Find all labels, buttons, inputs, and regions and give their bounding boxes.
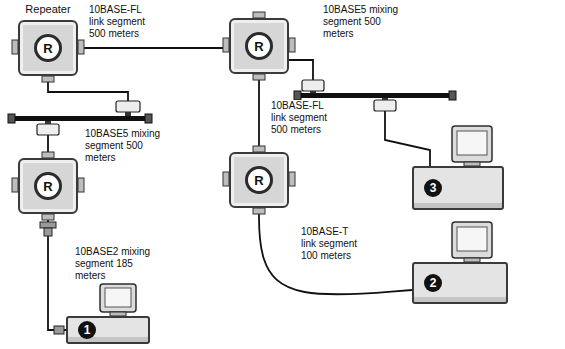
segment-label: 10BASE-FL link segment 500 meters: [88, 4, 158, 40]
repeater-mark: R: [34, 172, 62, 200]
computer: 3: [412, 166, 504, 210]
repeater-mark: R: [34, 34, 62, 62]
repeater-mark: R: [245, 32, 273, 60]
device-label: Repeater: [23, 3, 72, 15]
network-cable: [78, 47, 229, 49]
repeater: R: [229, 18, 289, 74]
monitor: [100, 284, 136, 316]
callout-number: 1: [78, 321, 96, 339]
network-cable: [259, 208, 412, 294]
segment-label: 10BASE-T link segment 100 meters: [300, 226, 364, 262]
repeater: R: [18, 158, 78, 214]
monitor: [452, 126, 492, 166]
repeater-ports: [12, 12, 295, 220]
monitor: [452, 222, 492, 262]
bnc-connector: [40, 222, 64, 334]
segment-label: 10BASE5 mixing segment 500 meters: [84, 128, 162, 164]
repeater-mark: R: [245, 166, 273, 194]
repeater: RepeaterR: [18, 20, 78, 76]
computer: 1: [66, 316, 150, 344]
computer: 2: [412, 262, 508, 304]
callout-number: 3: [424, 179, 442, 197]
segment-label: 10BASE5 mixing segment 500 meters: [322, 4, 400, 40]
segment-label: 10BASE-FL link segment 500 meters: [270, 100, 340, 136]
network-cable: [258, 74, 260, 152]
segment-label: 10BASE2 mixing segment 185 meters: [74, 246, 152, 282]
callout-number: 2: [424, 274, 442, 292]
repeater: R: [229, 152, 289, 208]
